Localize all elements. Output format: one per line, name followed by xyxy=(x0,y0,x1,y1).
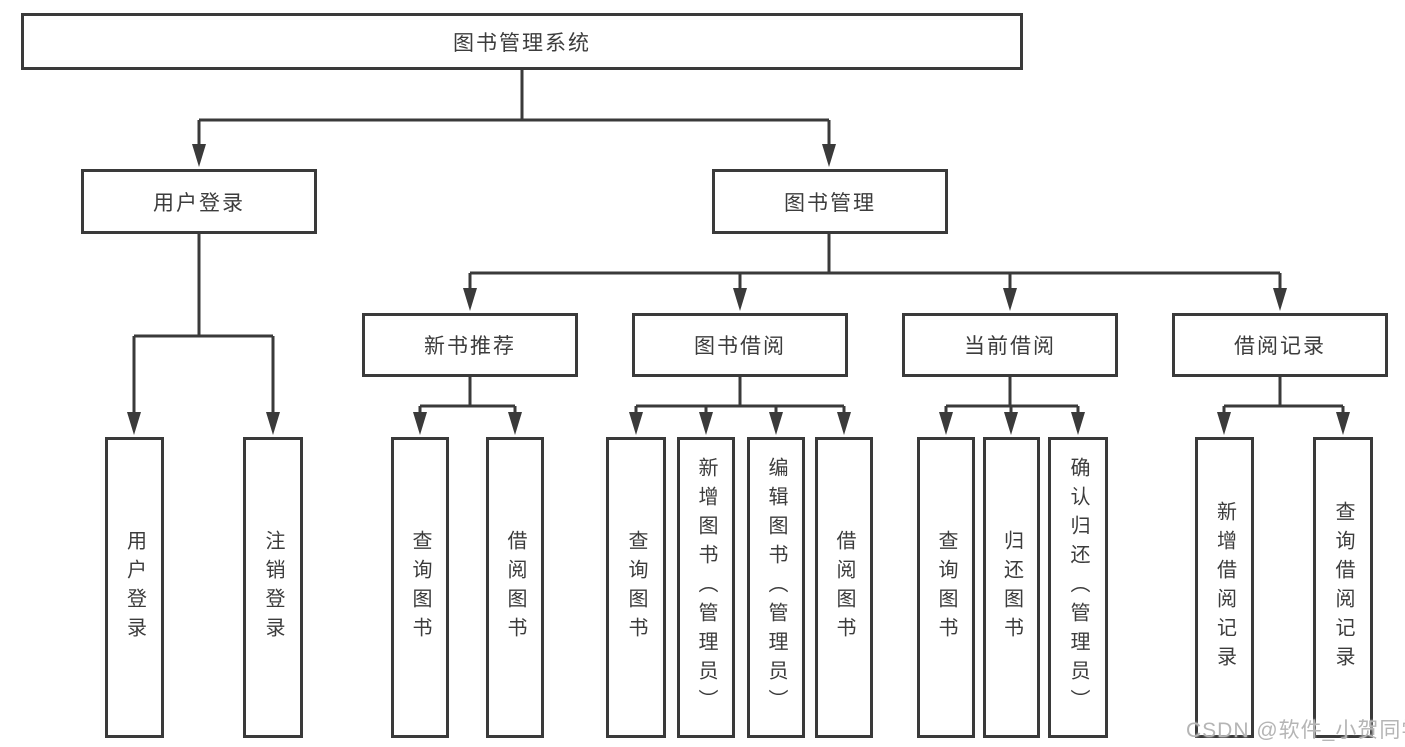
arrowhead-icon xyxy=(1071,412,1085,435)
node-library-system: 图书管理系统 xyxy=(21,13,1023,70)
connector-book-borrow xyxy=(629,377,851,435)
leaf-user-login: 用户登录 xyxy=(105,437,164,738)
arrowhead-icon xyxy=(1336,412,1350,435)
leaf-return-books: 归还图书 xyxy=(983,437,1040,738)
node-user-login: 用户登录 xyxy=(81,169,317,234)
node-new-book-recommend: 新书推荐 xyxy=(362,313,578,377)
arrowhead-icon xyxy=(1004,412,1018,435)
connector-borrow-records xyxy=(1217,377,1350,435)
node-book-management: 图书管理 xyxy=(712,169,948,234)
csdn-watermark: CSDN @软件_小贺同学 xyxy=(1186,719,1405,742)
arrowhead-icon xyxy=(192,144,206,167)
connector-user-login xyxy=(127,234,280,435)
node-book-borrow: 图书借阅 xyxy=(632,313,848,377)
leaf-query-books-borrow: 查询图书 xyxy=(606,437,666,738)
connector-book-management xyxy=(463,234,1287,311)
arrowhead-icon xyxy=(127,412,141,435)
connector-root xyxy=(192,70,836,167)
arrowhead-icon xyxy=(699,412,713,435)
arrowhead-icon xyxy=(837,412,851,435)
leaf-edit-books-admin: 编辑图书（管理员） xyxy=(747,437,805,738)
leaf-query-books-current: 查询图书 xyxy=(917,437,975,738)
node-borrow-records: 借阅记录 xyxy=(1172,313,1388,377)
arrowhead-icon xyxy=(769,412,783,435)
arrowhead-icon xyxy=(629,412,643,435)
arrowhead-icon xyxy=(413,412,427,435)
leaf-confirm-return-admin: 确认归还（管理员） xyxy=(1048,437,1108,738)
arrowhead-icon xyxy=(822,144,836,167)
leaf-borrow-books: 借阅图书 xyxy=(815,437,873,738)
arrowhead-icon xyxy=(508,412,522,435)
arrowhead-icon xyxy=(1273,288,1287,311)
leaf-add-borrow-record: 新增借阅记录 xyxy=(1195,437,1254,738)
leaf-add-books-admin: 新增图书（管理员） xyxy=(677,437,735,738)
arrowhead-icon xyxy=(733,288,747,311)
arrowhead-icon xyxy=(1217,412,1231,435)
connector-current-borrow xyxy=(939,377,1085,435)
arrowhead-icon xyxy=(939,412,953,435)
leaf-borrow-books-recommend: 借阅图书 xyxy=(486,437,544,738)
node-current-borrow: 当前借阅 xyxy=(902,313,1118,377)
arrowhead-icon xyxy=(463,288,477,311)
leaf-query-books-recommend: 查询图书 xyxy=(391,437,449,738)
arrowhead-icon xyxy=(266,412,280,435)
leaf-query-borrow-record: 查询借阅记录 xyxy=(1313,437,1373,738)
arrowhead-icon xyxy=(1003,288,1017,311)
connector-new-book-recommend xyxy=(413,377,522,435)
leaf-logout: 注销登录 xyxy=(243,437,303,738)
